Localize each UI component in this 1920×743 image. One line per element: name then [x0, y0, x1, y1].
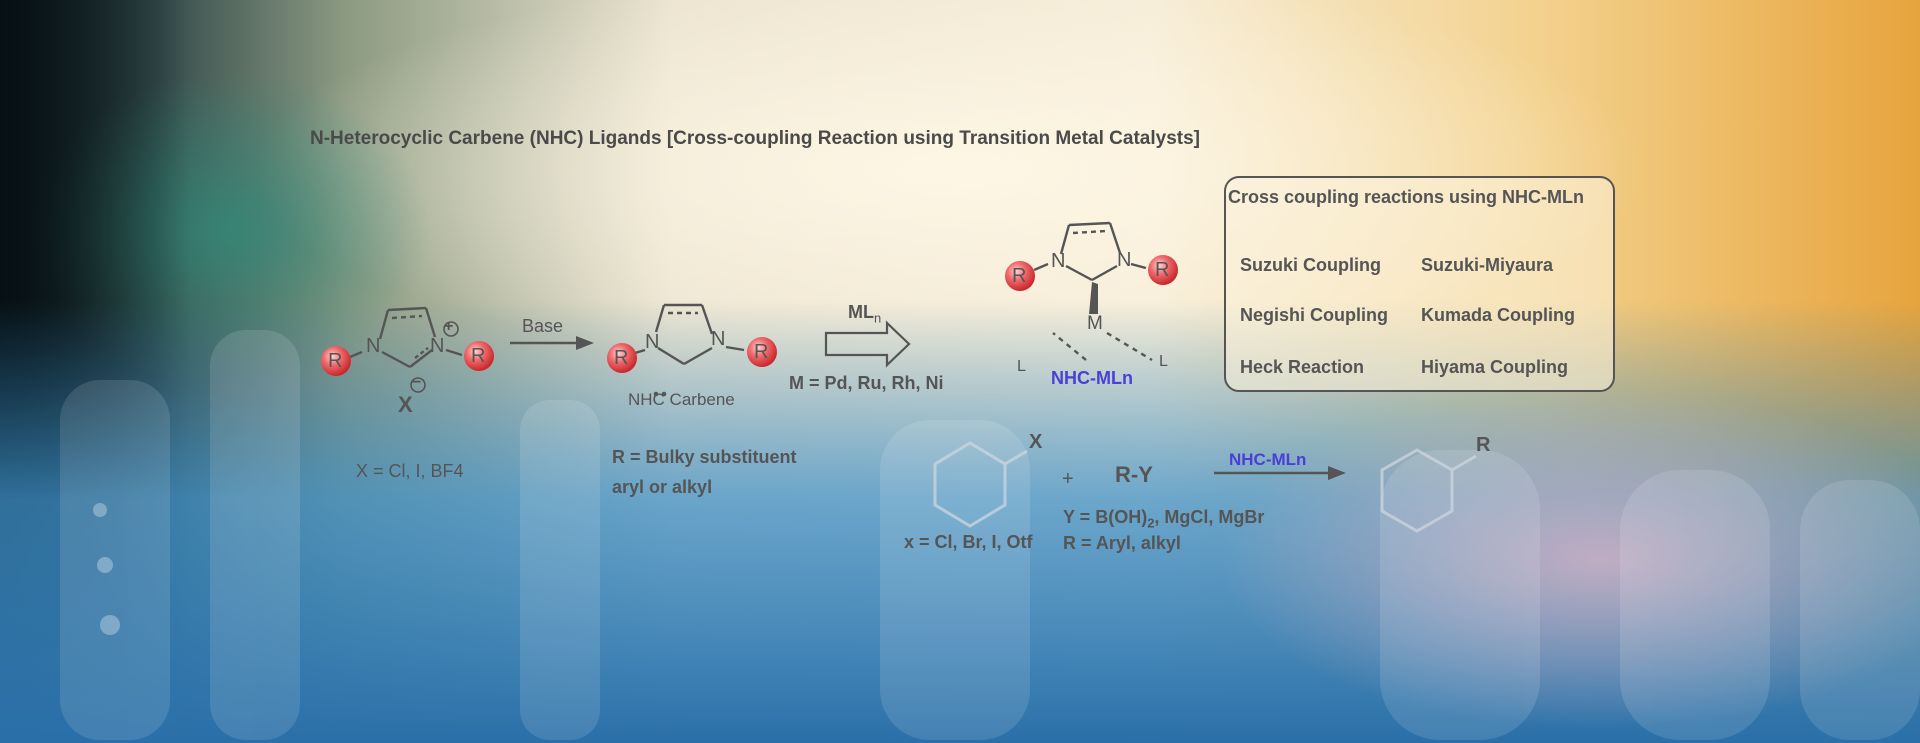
aryl-halide-ring — [933, 441, 1028, 528]
complex-r-left-bead — [1005, 261, 1035, 291]
reaction-item: Suzuki-Miyaura — [1421, 255, 1554, 275]
complex-metal-label: M — [1087, 313, 1103, 334]
nhc-metal-complex-structure — [1033, 221, 1153, 362]
reactions-box-title: Cross coupling reactions using NHC-MLn — [1228, 187, 1585, 207]
coupling-arrow — [1214, 466, 1346, 480]
product-ring — [1380, 448, 1477, 533]
salt-caption: X = Cl, I, BF4 — [356, 461, 464, 481]
complex-l-left-label: L — [1017, 358, 1026, 375]
ry-label: R-Y — [1115, 462, 1153, 487]
base-label: Base — [522, 316, 564, 336]
salt-r-left-bead — [321, 346, 351, 376]
carbene-caption-line2: aryl or alkyl — [612, 477, 713, 497]
carbene-r-left-label: R — [614, 347, 629, 369]
carbene-r-right-label: R — [754, 341, 769, 363]
complex-r-right-bead — [1148, 255, 1178, 285]
reaction-item: Kumada Coupling — [1421, 305, 1575, 325]
imidazolium-salt-structure — [349, 306, 463, 393]
salt-n1-label: N — [366, 335, 381, 357]
plus-sign: + — [1062, 468, 1074, 490]
reaction-item: Hiyama Coupling — [1421, 357, 1569, 377]
x-caption: x = Cl, Br, I, Otf — [904, 532, 1033, 552]
complex-n1-label: N — [1051, 250, 1066, 272]
salt-minus-label: − — [412, 374, 422, 391]
salt-plus-label: + — [444, 318, 454, 335]
carbene-r-left-bead — [607, 343, 637, 373]
r-caption: R = Aryl, alkyl — [1063, 533, 1181, 553]
salt-r-left-label: R — [328, 350, 343, 372]
complex-n2-label: N — [1117, 249, 1132, 271]
base-arrow — [510, 336, 594, 350]
wedge-bond — [1089, 282, 1098, 314]
reaction-item: Suzuki Coupling — [1240, 255, 1381, 275]
carbene-caption-line1: R = Bulky substituent — [612, 447, 797, 467]
ml-arrow — [824, 320, 911, 368]
salt-r-right-bead — [464, 341, 494, 371]
complex-r-left-label: R — [1012, 265, 1027, 287]
complex-name-label: NHC-MLn — [1051, 368, 1133, 388]
nhc-carbene-structure — [634, 303, 745, 366]
reactions-box — [1224, 176, 1615, 392]
carbene-name-label: NHC Carbene — [628, 390, 735, 409]
page-title: N-Heterocyclic Carbene (NHC) Ligands [Cr… — [310, 128, 1200, 149]
y-caption-pre: Y = B(OH) — [1063, 507, 1148, 527]
product-r-label: R — [1476, 434, 1491, 456]
complex-r-right-label: R — [1155, 259, 1170, 281]
coupling-arrow-label: NHC-MLn — [1229, 450, 1307, 469]
reaction-item: Negishi Coupling — [1240, 305, 1388, 325]
ml-text: ML — [848, 302, 874, 322]
y-caption-post: , MgCl, MgBr — [1154, 507, 1265, 527]
carbene-r-right-bead — [747, 337, 777, 367]
metals-caption: M = Pd, Ru, Rh, Ni — [789, 373, 944, 393]
salt-anion-label: X — [398, 392, 413, 417]
y-caption-sub: 2 — [1147, 515, 1155, 531]
y-caption: Y = B(OH)2, MgCl, MgBr — [1063, 507, 1264, 531]
ml-subscript: n — [874, 310, 882, 326]
carbene-n1-label: N — [645, 331, 660, 353]
ml-reagent-label: MLn — [848, 302, 881, 326]
complex-l-right-label: L — [1159, 353, 1168, 370]
reaction-item: Heck Reaction — [1240, 357, 1365, 377]
aryl-x-label: X — [1029, 431, 1043, 453]
carbene-n2-label: N — [711, 328, 726, 350]
salt-n2-label: N — [430, 335, 445, 357]
salt-r-right-label: R — [471, 345, 486, 367]
